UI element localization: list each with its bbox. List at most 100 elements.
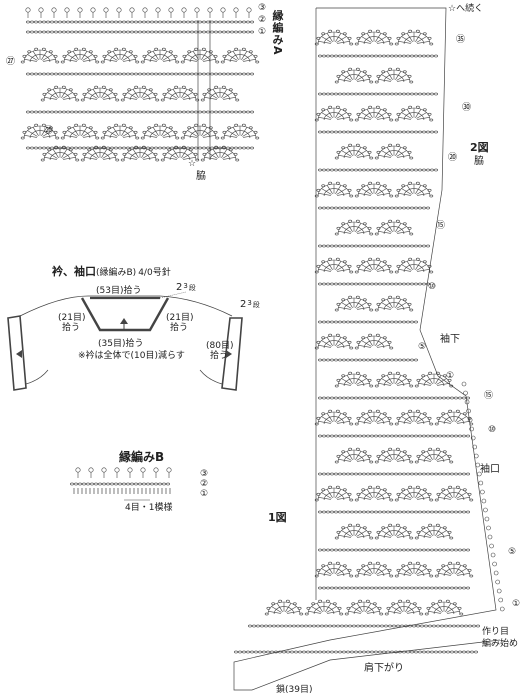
top-row-mark-20: ⑳ <box>44 126 54 136</box>
yoke-chain <box>25 72 255 76</box>
top-edging-picots <box>25 7 252 18</box>
body-fan <box>334 295 374 312</box>
body-fan <box>374 447 414 464</box>
underarm-label: 袖下 <box>440 334 460 345</box>
left-sleeve-band <box>7 315 27 391</box>
start-label-2: 編み始め <box>482 639 519 649</box>
start-label: 作り目 <box>482 627 510 637</box>
pick-21-left-2: 拾う <box>62 323 81 333</box>
body-fan <box>334 143 374 160</box>
body-fan <box>334 67 374 84</box>
pick-80-label: (80目) <box>206 341 234 351</box>
main-side-label: 脇 <box>474 156 484 167</box>
edging-b-row-3: ③ <box>200 469 209 479</box>
pick-35-label: (35目)拾う <box>98 339 144 349</box>
yoke-fan <box>20 47 60 64</box>
yoke-fan <box>80 85 120 102</box>
cuff-mark-5: ⑤ <box>508 547 517 557</box>
pick-21-right-2: 拾う <box>170 323 189 333</box>
yoke-fan <box>220 47 260 64</box>
collar-title: 衿、袖口(縁編みB)4/0号針 <box>52 265 171 278</box>
main-row-mark-10: ⑩ <box>428 282 437 292</box>
body-fan <box>434 485 474 502</box>
body-fan <box>314 105 354 122</box>
body-fan <box>344 599 384 616</box>
main-row-mark-30: ㉚ <box>462 103 472 113</box>
body-outline <box>233 7 501 691</box>
body-fan <box>354 561 394 578</box>
cuff-mark-15: ⑮ <box>484 391 494 401</box>
top-edging-chain <box>25 20 255 24</box>
body-fan <box>334 523 374 540</box>
edging-b-title: 縁編みB <box>119 450 165 464</box>
body-chain <box>317 320 418 324</box>
yoke-fan <box>40 85 80 102</box>
collar-note: ※衿は全体で(10目)減らす <box>78 351 185 361</box>
edging-b-picots <box>75 467 172 478</box>
main-row-mark-5: ⑤ <box>418 342 427 352</box>
cuff-label: 袖口 <box>480 464 500 475</box>
body-chain <box>248 624 480 628</box>
yoke-chain <box>25 110 255 114</box>
pick-80-label-2: 拾う <box>210 351 229 361</box>
body-fan <box>354 333 394 350</box>
body-fan <box>354 181 394 198</box>
yoke-fan <box>200 85 240 102</box>
body-fan <box>374 143 414 160</box>
body-chain <box>317 434 470 438</box>
side-star-mark: ☆ <box>188 159 197 169</box>
body-chain <box>317 510 470 514</box>
edging-b-repeat: 4目・1模様 <box>125 503 173 513</box>
body-fan <box>394 181 434 198</box>
pick-21-right: (21目) <box>166 313 194 323</box>
yoke-fan <box>220 123 260 140</box>
main-row-mark-35: ㉟ <box>456 35 466 45</box>
yoke-fan <box>180 47 220 64</box>
body-chain <box>317 168 438 172</box>
main-row-mark-1: ① <box>446 371 455 381</box>
body-fan <box>414 371 454 388</box>
right-sleeve-band <box>221 317 243 391</box>
body-fan <box>394 485 434 502</box>
body-fan <box>384 599 424 616</box>
left-body-line <box>25 369 49 385</box>
body-fan <box>374 371 414 388</box>
body-fan <box>394 561 434 578</box>
top-row-mark-27: ㉗ <box>6 57 16 67</box>
yoke-fan <box>140 123 180 140</box>
left-sleeve-arrow <box>16 350 22 358</box>
body-fan <box>374 523 414 540</box>
edging-a-label: 縁編みA <box>271 10 284 56</box>
yoke-fan <box>60 123 100 140</box>
top-edging-chain <box>25 30 255 34</box>
body-fan <box>354 257 394 274</box>
body-chain <box>317 358 418 362</box>
main-row-mark-20: ⑳ <box>448 153 458 163</box>
body-fan <box>334 371 374 388</box>
top-side-label: 脇 <box>196 171 206 182</box>
body-chain <box>317 472 470 476</box>
collar-band-outer <box>80 297 170 332</box>
body-fan <box>354 409 394 426</box>
edging-a-row-3: ③ <box>258 3 267 13</box>
body-fan <box>354 105 394 122</box>
body-chain <box>317 206 430 210</box>
body-chain <box>317 282 430 286</box>
body-chain <box>317 130 438 134</box>
body-fan <box>424 599 464 616</box>
yoke-fan <box>160 145 200 162</box>
rows-left: 23段 <box>176 282 196 293</box>
body-chain <box>317 548 470 552</box>
body-fan <box>314 409 354 426</box>
body-fan <box>414 447 454 464</box>
leader-line <box>159 291 187 299</box>
yoke-fan <box>20 123 60 140</box>
yoke-chain <box>25 146 255 150</box>
edging-b-row-2: ② <box>200 479 209 489</box>
edging-b-chain <box>70 482 171 486</box>
body-fan <box>394 409 434 426</box>
yoke-fan <box>80 145 120 162</box>
body-fan <box>394 257 434 274</box>
body-fan <box>304 599 344 616</box>
yoke-fan <box>120 85 160 102</box>
